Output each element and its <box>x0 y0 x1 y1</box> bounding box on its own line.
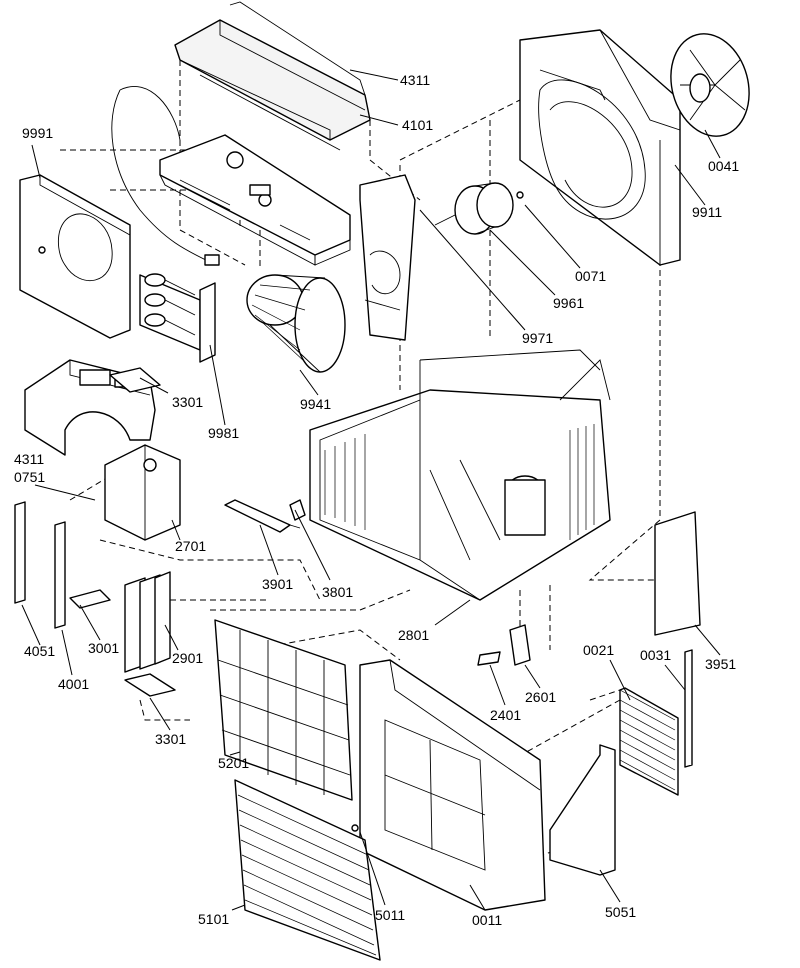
label-9971: 9971 <box>522 330 553 346</box>
label-3901: 3901 <box>262 576 293 592</box>
part-labels: 4311 4101 9991 0041 9911 0071 9961 9971 … <box>14 72 739 928</box>
part-2601-cover <box>509 624 531 666</box>
part-0031-louver-bar <box>684 649 693 768</box>
label-2701: 2701 <box>175 538 206 554</box>
label-0071: 0071 <box>575 268 606 284</box>
label-3301-top: 3301 <box>172 394 203 410</box>
label-5011: 5011 <box>375 907 405 923</box>
part-9941-blower-wheel <box>246 274 346 373</box>
label-9981: 9981 <box>208 425 239 441</box>
label-5201: 5201 <box>218 755 249 771</box>
part-5101-grille <box>234 779 381 961</box>
label-2601: 2601 <box>525 689 556 705</box>
label-4051: 4051 <box>24 643 55 659</box>
part-0021-louvers <box>619 687 679 796</box>
part-4311-top-cover <box>174 1 371 151</box>
part-3301-bottom-bracket <box>124 673 176 697</box>
label-3001: 3001 <box>88 640 119 656</box>
label-0041: 0041 <box>708 158 739 174</box>
part-5011-screw <box>351 824 359 832</box>
label-4001: 4001 <box>58 676 89 692</box>
part-3901-thermostat <box>224 499 301 533</box>
part-0041-fan-blade <box>670 33 750 137</box>
part-4101-control-box <box>111 85 351 266</box>
part-4051-seal-strip <box>14 501 26 604</box>
part-9961-fan-motor <box>434 182 524 235</box>
label-9991: 9991 <box>22 125 53 141</box>
part-main-chassis <box>309 349 611 601</box>
part-2401-clip <box>477 651 501 666</box>
label-0031: 0031 <box>640 647 671 663</box>
label-3301-bottom: 3301 <box>155 731 186 747</box>
label-4311-left: 4311 <box>14 451 44 467</box>
part-3301-top-bracket <box>109 367 161 393</box>
part-0011-front-frame <box>359 659 546 911</box>
part-9911-condenser-shroud <box>519 29 681 266</box>
label-2901: 2901 <box>172 650 203 666</box>
label-4101: 4101 <box>402 117 433 133</box>
label-3951: 3951 <box>705 656 736 672</box>
label-9941: 9941 <box>300 396 331 412</box>
label-3801: 3801 <box>322 584 353 600</box>
part-3001-bracket <box>69 589 111 609</box>
label-0751: 0751 <box>14 469 45 485</box>
part-9971-motor-mount <box>359 174 416 341</box>
label-4311-top: 4311 <box>400 72 430 88</box>
label-0021: 0021 <box>583 642 614 658</box>
part-2901-heater-panel <box>124 571 171 673</box>
part-9991-side-panel <box>19 174 131 339</box>
part-2701-blower-scroll-bracket <box>104 444 181 541</box>
part-5051-side-trim <box>549 744 616 876</box>
part-4001-seal-strip <box>54 521 66 629</box>
part-3801-clip <box>289 499 306 521</box>
leader-lines <box>21 69 721 911</box>
part-3951-side-panel <box>654 511 701 636</box>
label-9911: 9911 <box>692 204 722 220</box>
part-5201-filter <box>214 619 353 801</box>
label-0011: 0011 <box>472 912 502 928</box>
part-9981-heater <box>139 273 216 363</box>
label-9961: 9961 <box>553 295 584 311</box>
label-5101: 5101 <box>198 911 229 927</box>
label-5051: 5051 <box>605 904 636 920</box>
label-2401: 2401 <box>490 707 521 723</box>
label-2801: 2801 <box>398 627 429 643</box>
